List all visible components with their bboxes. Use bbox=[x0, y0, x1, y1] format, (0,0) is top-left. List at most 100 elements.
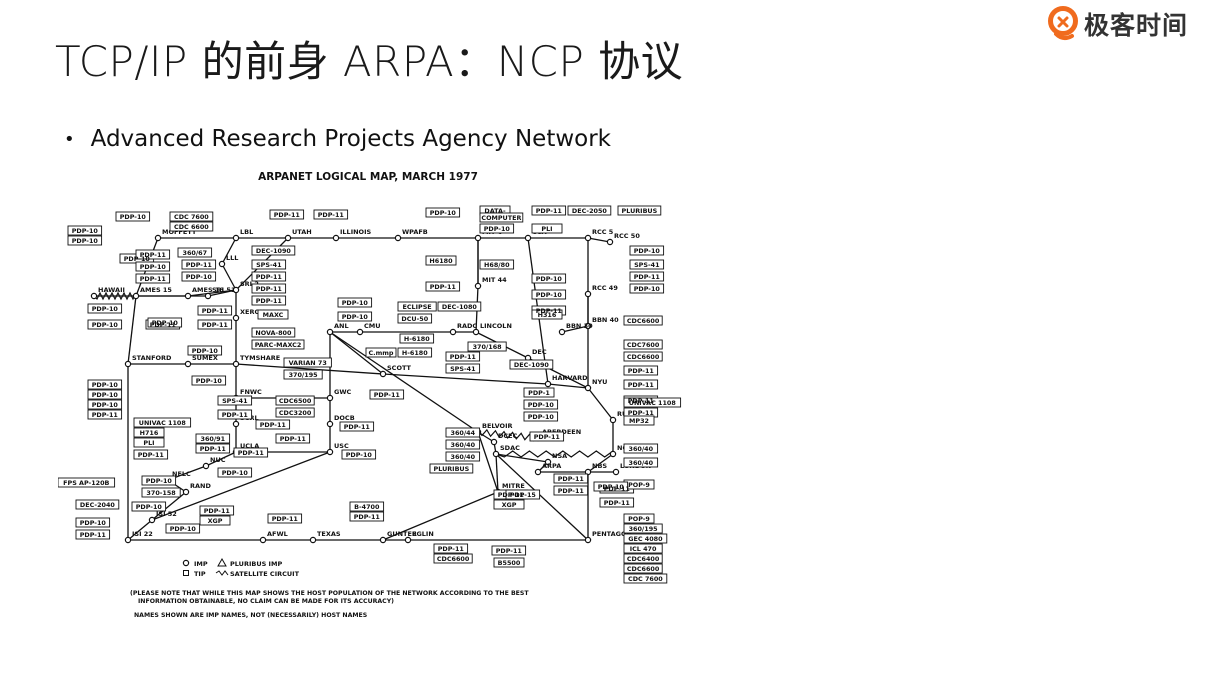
bullet-item: • Advanced Research Projects Agency Netw… bbox=[64, 126, 611, 152]
host-box-label: PDP-10 bbox=[222, 469, 249, 477]
imp-node-label: RCC 5 bbox=[592, 228, 614, 236]
host-box bbox=[493, 557, 525, 568]
imp-node-label: UTAH bbox=[292, 228, 312, 236]
host-box bbox=[553, 473, 589, 484]
brand-logo: 极客时间 bbox=[1048, 4, 1188, 44]
host-box bbox=[341, 449, 377, 460]
brand-name: 极客时间 bbox=[1084, 11, 1189, 40]
host-box-label: PDP-11 bbox=[558, 475, 584, 483]
imp-node bbox=[609, 416, 617, 424]
imp-node-label: ANL bbox=[334, 322, 349, 330]
host-box-label: CDC6400 bbox=[627, 555, 660, 563]
host-box-label: PDP-10 bbox=[72, 227, 99, 235]
host-box-label: PDP-11 bbox=[498, 491, 524, 499]
host-box-label: SPS-41 bbox=[634, 261, 659, 269]
host-box-label: PDP-10 bbox=[536, 291, 563, 299]
host-box-label: H6180 bbox=[429, 257, 453, 265]
imp-node-label: RADC bbox=[457, 322, 477, 330]
host-box-label: ICL 470 bbox=[630, 545, 657, 553]
host-box bbox=[75, 499, 120, 510]
imp-node-label: ARPA bbox=[542, 462, 561, 470]
host-box-label: PDP-11 bbox=[374, 391, 400, 399]
host-box bbox=[275, 407, 315, 418]
host-box-label: PDP-11 bbox=[536, 207, 562, 215]
host-box bbox=[337, 311, 373, 322]
host-box bbox=[599, 497, 635, 508]
host-box bbox=[87, 303, 123, 314]
host-box bbox=[433, 543, 469, 554]
host-box bbox=[365, 347, 397, 358]
host-box-label: CDC 7600 bbox=[174, 213, 209, 221]
host-box-label: 370/168 bbox=[473, 343, 503, 351]
network-link bbox=[587, 237, 611, 243]
host-box-label: PDP-11 bbox=[628, 367, 654, 375]
host-box bbox=[425, 255, 457, 266]
map-note-line2: INFORMATION OBTAINABLE, NO CLAIM CAN BE … bbox=[138, 598, 394, 605]
host-box-label: PDP-11 bbox=[628, 397, 654, 405]
host-box-label: PDP-10 bbox=[634, 247, 661, 255]
host-box bbox=[87, 319, 123, 330]
imp-node-label: HARVARD bbox=[552, 374, 588, 382]
host-box-label: FPS AP-120B bbox=[63, 479, 109, 487]
imp-node bbox=[259, 536, 267, 544]
host-box bbox=[531, 273, 567, 284]
imp-node bbox=[472, 328, 480, 336]
host-box-label: NOVA-800 bbox=[255, 329, 292, 337]
map-title: ARPANET LOGICAL MAP, MARCH 1977 bbox=[258, 171, 478, 183]
host-box bbox=[531, 205, 567, 216]
imp-node bbox=[356, 328, 364, 336]
imp-node-label: NELC bbox=[172, 470, 191, 478]
network-link bbox=[382, 491, 499, 541]
host-box-label: PLI bbox=[143, 439, 154, 447]
host-box-label: PDP-10 bbox=[528, 413, 555, 421]
host-box-label: PDP-11 bbox=[344, 423, 370, 431]
imp-node-label: ISI 22 bbox=[132, 530, 153, 538]
host-box bbox=[135, 273, 171, 284]
host-box-label: PDP-11 bbox=[318, 211, 344, 219]
host-box bbox=[141, 487, 181, 498]
host-box-label: PDP-10 bbox=[196, 377, 223, 385]
host-box bbox=[531, 289, 567, 300]
host-box-label: PDP-11 bbox=[80, 531, 106, 539]
imp-node-label: RCC 49 bbox=[592, 284, 618, 292]
host-box bbox=[131, 501, 167, 512]
host-box bbox=[553, 485, 589, 496]
host-box-label: PLI bbox=[541, 225, 552, 233]
host-box bbox=[217, 395, 253, 406]
host-box bbox=[445, 427, 481, 438]
host-box-label: PDP-10 bbox=[634, 285, 661, 293]
legend-tip-icon bbox=[183, 570, 189, 576]
host-box-label: POP-9 bbox=[628, 481, 650, 489]
host-box bbox=[251, 259, 287, 270]
host-box-label: COMPUTER bbox=[481, 214, 521, 222]
host-box-label: PDP-11 bbox=[604, 499, 630, 507]
network-link bbox=[187, 289, 237, 297]
host-box bbox=[251, 245, 296, 256]
legend-pluribus-label: PLURIBUS IMP bbox=[230, 560, 282, 568]
host-box-label: PDP-11 bbox=[558, 487, 584, 495]
imp-node bbox=[379, 370, 387, 378]
imp-node-label: RAND bbox=[190, 482, 211, 490]
host-box-label: PDP-10 bbox=[92, 401, 119, 409]
host-boxes bbox=[58, 205, 682, 584]
host-box-label: SPS-41 bbox=[450, 365, 475, 373]
host-box-label: 370/195 bbox=[289, 371, 318, 379]
imp-node bbox=[232, 314, 240, 322]
host-box bbox=[523, 399, 559, 410]
imp-node bbox=[544, 380, 552, 388]
imp-node bbox=[379, 536, 387, 544]
host-box bbox=[269, 209, 305, 220]
host-box bbox=[529, 431, 565, 442]
network-link bbox=[382, 373, 549, 385]
host-box bbox=[187, 345, 223, 356]
host-box-label: PDP-11 bbox=[280, 435, 306, 443]
host-box bbox=[425, 207, 461, 218]
imp-node bbox=[326, 420, 334, 428]
host-box bbox=[251, 283, 287, 294]
imp-node bbox=[326, 328, 334, 336]
imp-node bbox=[474, 282, 482, 290]
host-box-label: POP-9 bbox=[628, 515, 650, 523]
host-box bbox=[629, 245, 665, 256]
imp-node bbox=[534, 468, 542, 476]
imp-node-label: STANFORD bbox=[132, 354, 172, 362]
